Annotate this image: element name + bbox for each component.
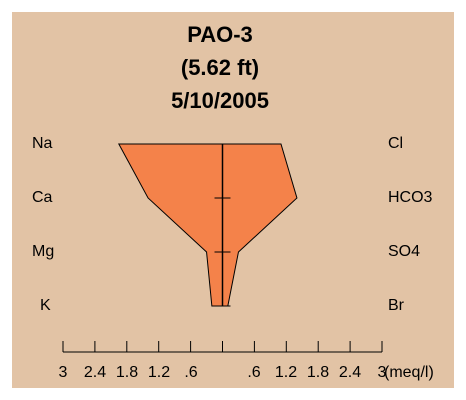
anion-label-hco3: HCO3 xyxy=(388,189,433,206)
x-tick-label: 2.4 xyxy=(83,364,107,381)
x-tick-label: 3 xyxy=(58,364,68,381)
x-tick-label: 1.8 xyxy=(115,364,139,381)
x-tick-label: 2.4 xyxy=(338,364,362,381)
anion-label-so4: SO4 xyxy=(388,243,421,260)
anion-label-cl: Cl xyxy=(388,135,404,152)
cation-label-mg: Mg xyxy=(32,243,55,260)
unit-label: (meq/l) xyxy=(384,364,434,381)
x-tick-label: .6 xyxy=(184,364,198,381)
chart-title-line-1: PAO-3 xyxy=(187,22,253,47)
cation-label-ca: Ca xyxy=(32,189,53,206)
cation-label-k: K xyxy=(40,297,51,314)
x-tick-label: 1.2 xyxy=(147,364,171,381)
cation-label-na: Na xyxy=(32,135,53,152)
chart-title-line-3: 5/10/2005 xyxy=(171,88,269,113)
x-tick-label: .6 xyxy=(247,364,261,381)
anion-label-br: Br xyxy=(388,297,404,314)
chart-title-line-2: (5.62 ft) xyxy=(180,55,260,80)
x-tick-label: 1.8 xyxy=(306,364,330,381)
x-tick-label: 1.2 xyxy=(274,364,298,381)
x-tick-label: 3 xyxy=(377,364,387,381)
